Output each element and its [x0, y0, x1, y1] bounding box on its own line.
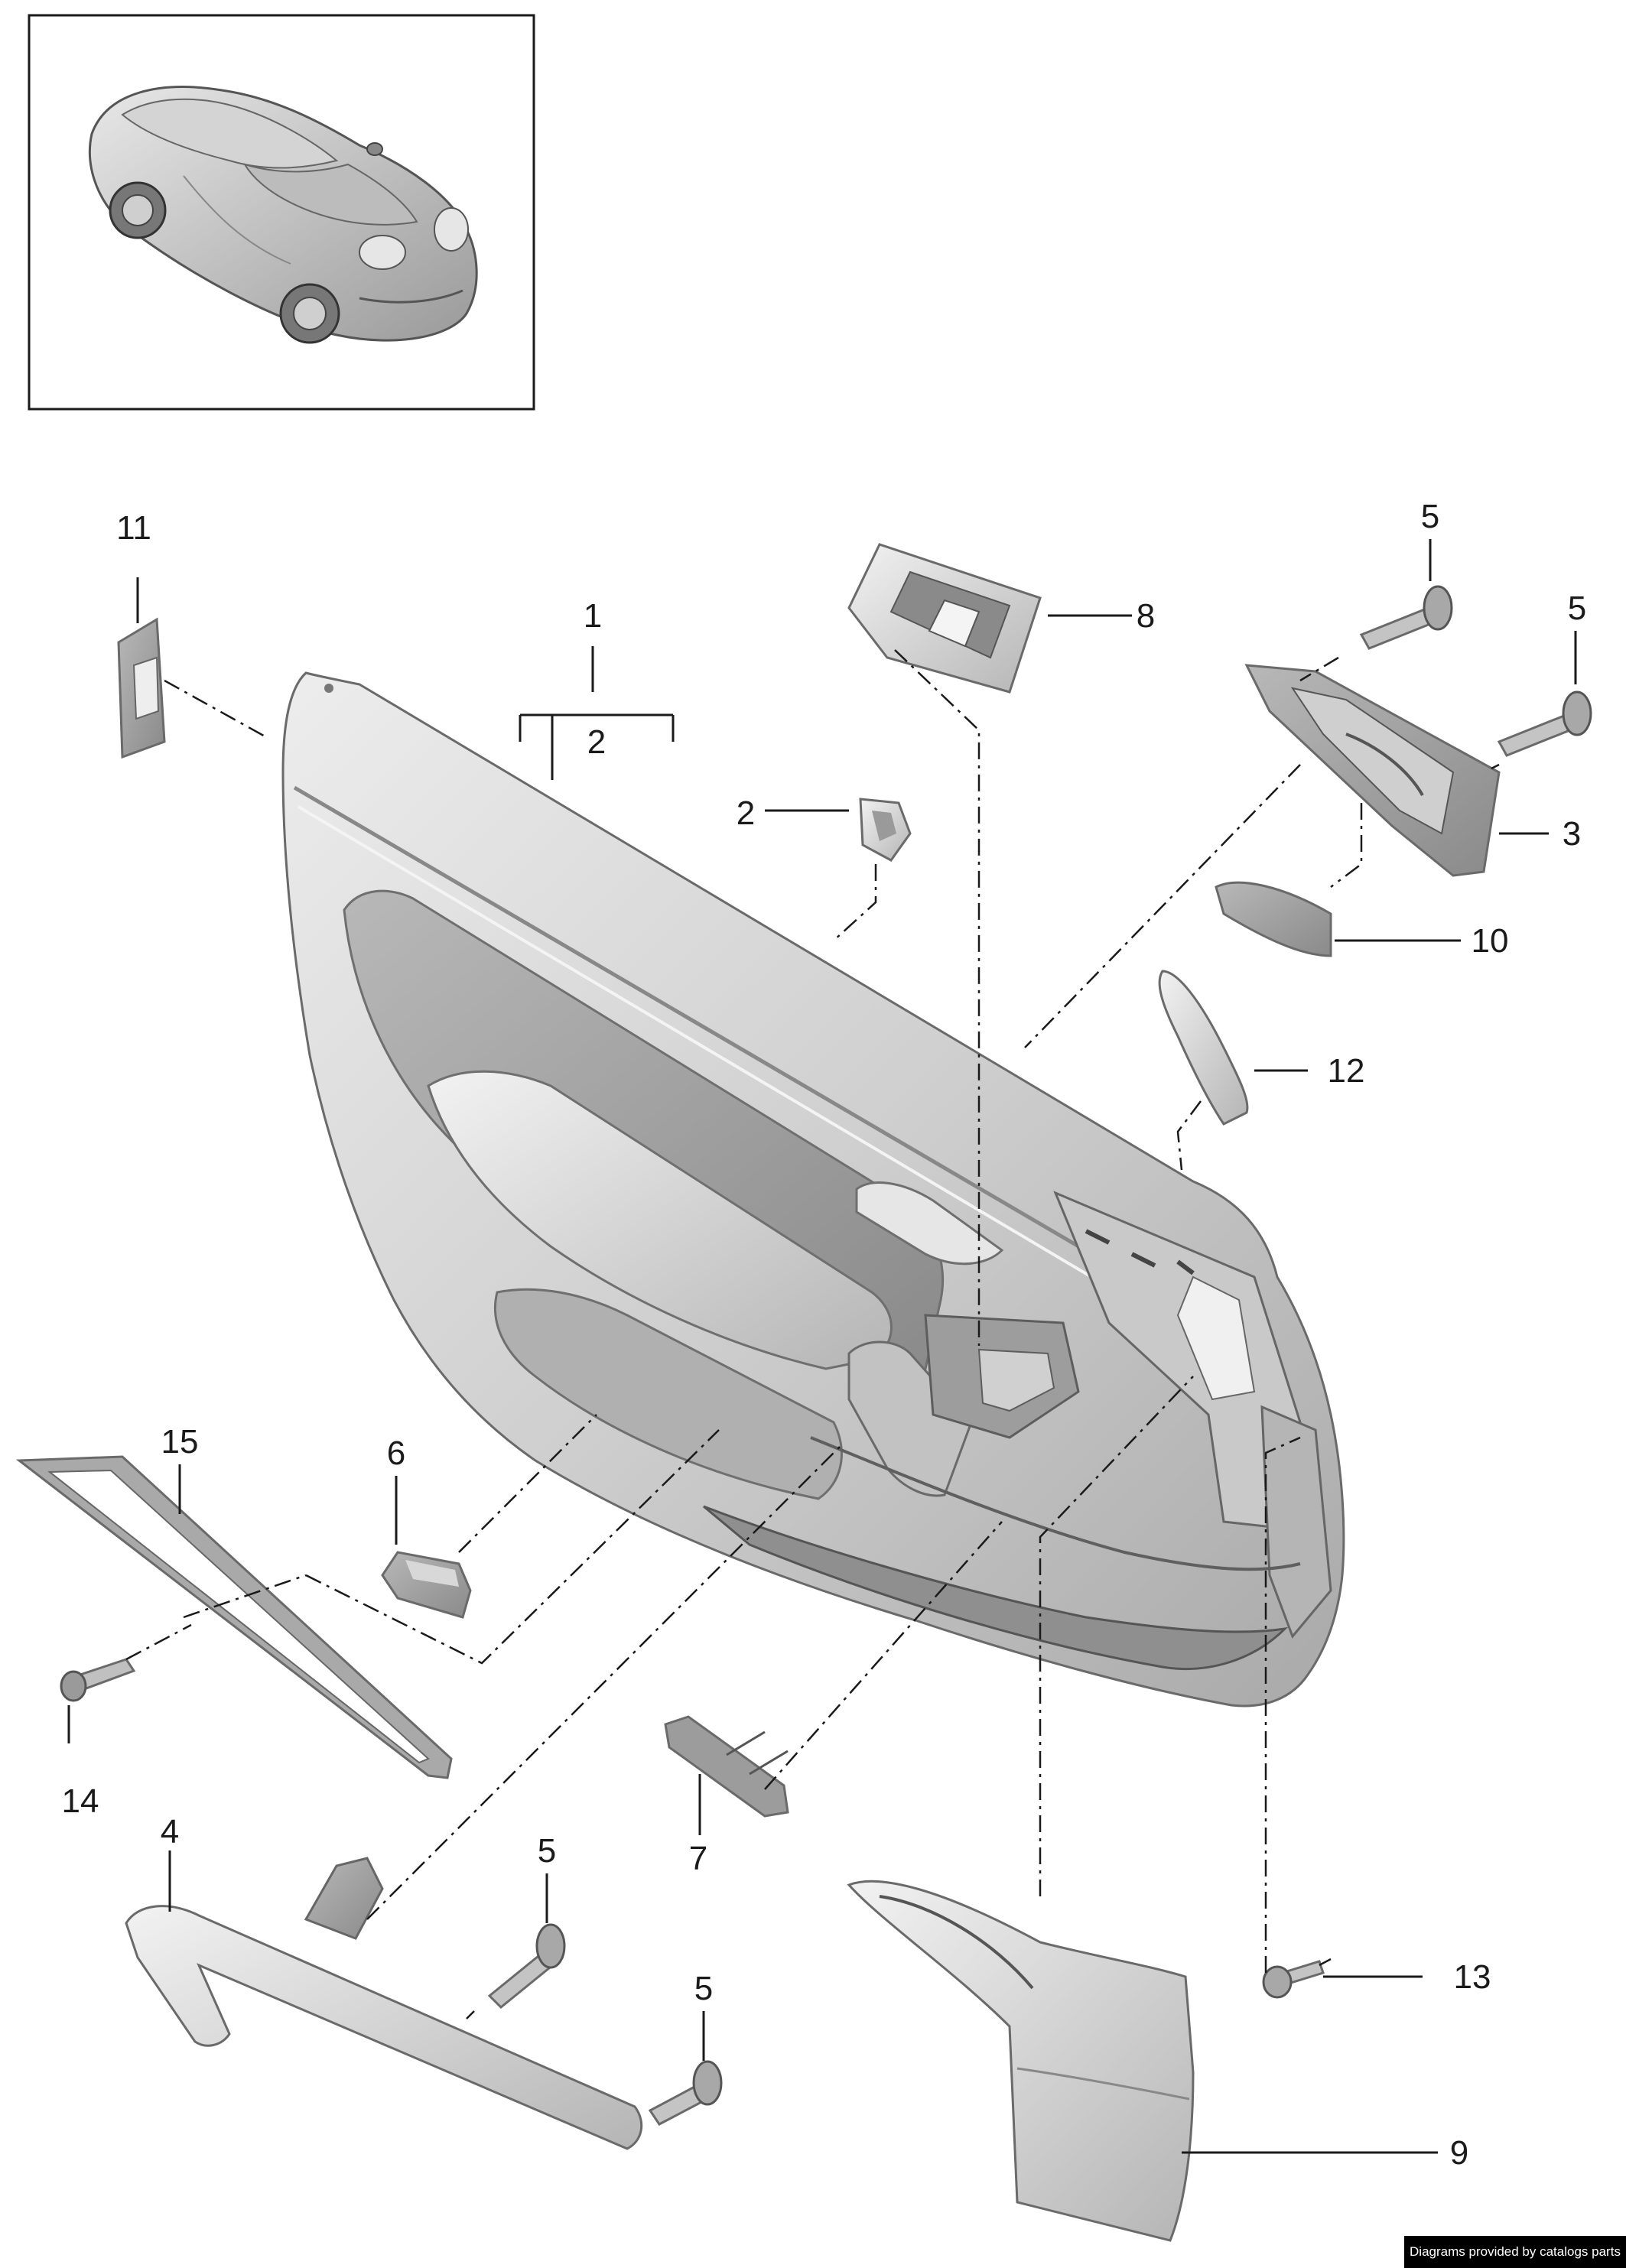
leader-lines [67, 539, 1577, 2154]
screw-part-5-top-a [1359, 585, 1453, 650]
car-thumbnail [28, 14, 535, 411]
callout-10: 10 [1472, 922, 1509, 960]
callout-9: 9 [1450, 2134, 1468, 2172]
part-4-grab-handle [125, 1857, 643, 2150]
callout-2-clip: 2 [737, 794, 755, 832]
callout-4: 4 [161, 1813, 179, 1850]
callout-1: 1 [584, 597, 602, 635]
callout-7: 7 [689, 1840, 707, 1877]
diagram-credit-badge: Diagrams provided by catalogs parts [1404, 2236, 1626, 2268]
callout-14: 14 [62, 1782, 99, 1820]
callout-8: 8 [1137, 597, 1155, 635]
part-15-frame [15, 1455, 453, 1779]
part-9-armrest [847, 1880, 1195, 2242]
callout-5-bottom: 5 [694, 1970, 713, 2007]
callout-5-top-a: 5 [1421, 498, 1439, 535]
part-10-trim [1215, 881, 1332, 957]
part-14-bolt [60, 1658, 136, 1702]
callout-11: 11 [116, 509, 151, 547]
part-8-switch-bezel [847, 543, 1042, 694]
callout-12: 12 [1328, 1052, 1365, 1090]
assembly-lines [125, 649, 1500, 2019]
callout-6: 6 [387, 1435, 405, 1472]
door-panel [281, 671, 1345, 1707]
screw-part-5-top-b [1497, 690, 1592, 757]
callout-labels: 1 2 2 3 4 5 5 5 5 6 7 8 9 10 11 12 13 14… [62, 498, 1587, 2172]
screw-part-5-mid [487, 1923, 566, 2010]
screw-part-5-bottom [648, 2060, 723, 2126]
callout-2-top: 2 [587, 723, 606, 761]
part-12-insert [1158, 970, 1249, 1126]
part-3-handle-housing [1244, 664, 1501, 877]
part-11-bracket [117, 617, 166, 759]
callout-15: 15 [161, 1423, 199, 1461]
part-6-block [381, 1551, 472, 1619]
car-illustration [88, 86, 478, 344]
part-2-clip [859, 798, 912, 862]
callout-13: 13 [1454, 1958, 1491, 1996]
callout-5-top-b: 5 [1568, 590, 1586, 627]
callout-3: 3 [1563, 815, 1581, 853]
part-7-strip [664, 1715, 789, 1818]
screw-part-13 [1262, 1960, 1325, 1999]
callout-5-mid: 5 [538, 1832, 556, 1870]
